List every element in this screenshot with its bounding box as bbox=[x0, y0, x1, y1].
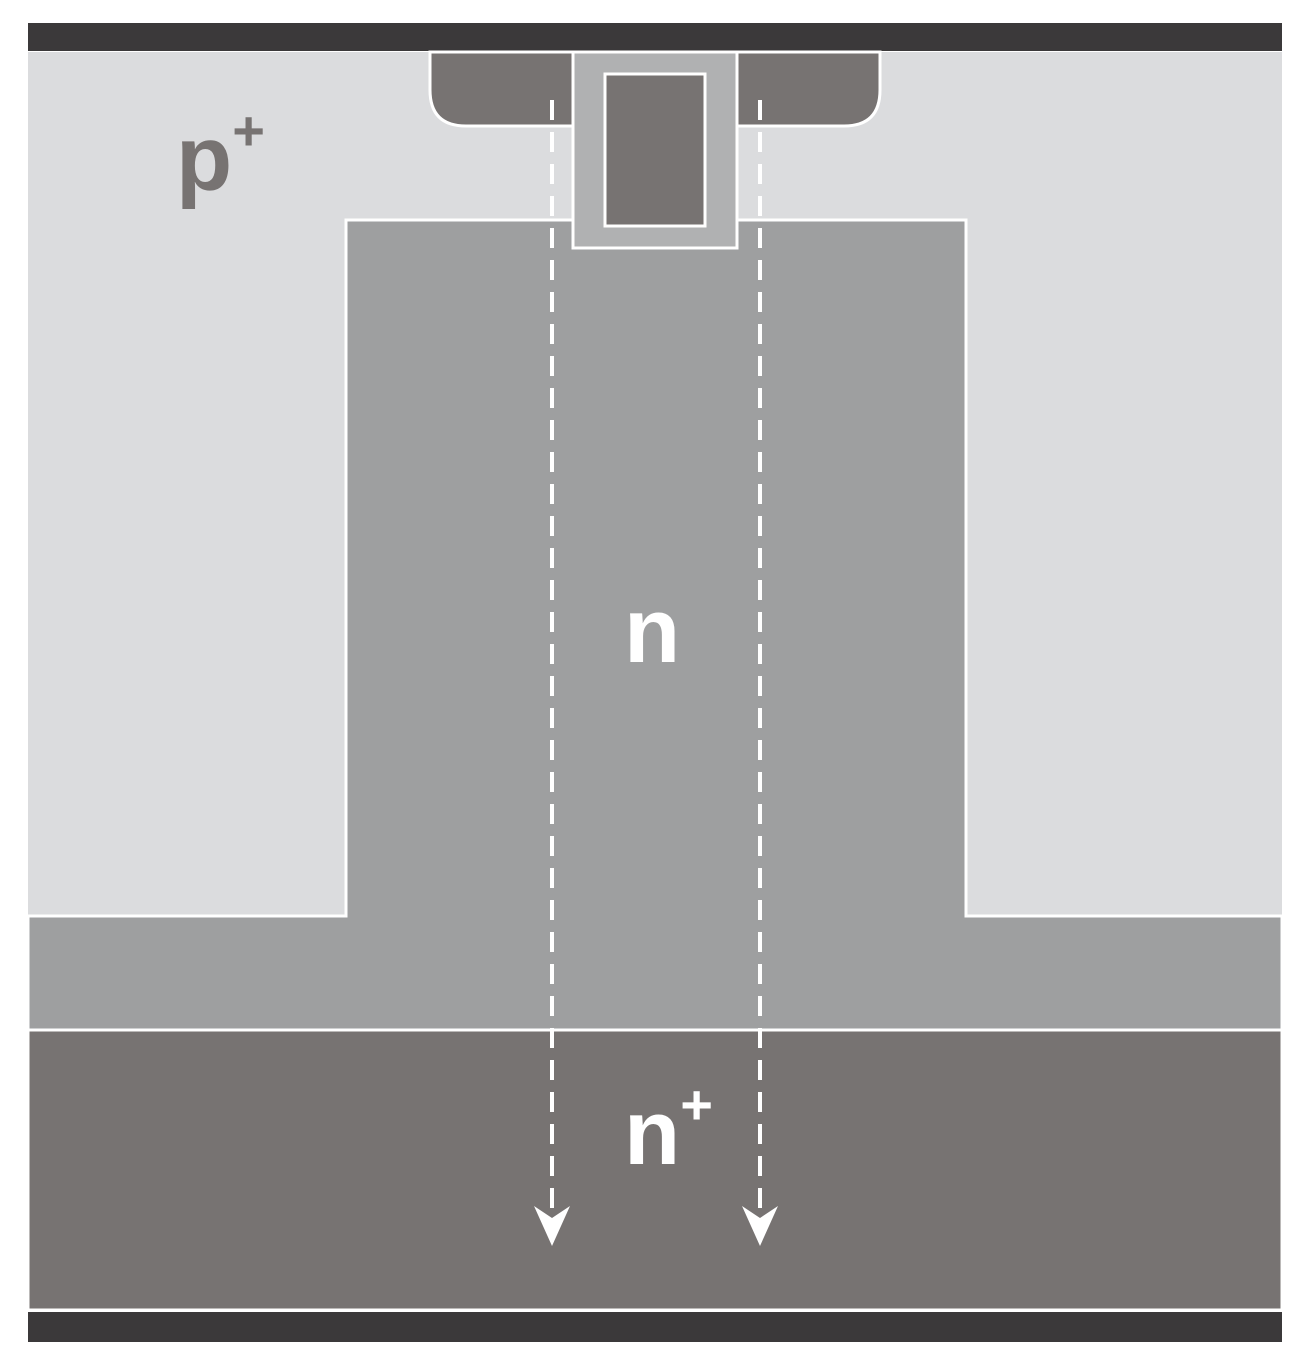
arrow-head-icon bbox=[742, 1206, 778, 1246]
current-path-right bbox=[742, 100, 778, 1246]
bottom-contact bbox=[28, 1312, 1282, 1342]
n-label-base: n bbox=[624, 580, 680, 682]
arrow-head-icon bbox=[534, 1206, 570, 1246]
n-plus-region bbox=[26, 1028, 1284, 1312]
p-plus-label-base: p bbox=[176, 108, 232, 210]
gate-electrode bbox=[603, 72, 707, 228]
p-plus-label: p+ bbox=[176, 99, 265, 210]
p-plus-label-superscript: + bbox=[232, 99, 265, 162]
current-path-left bbox=[534, 100, 570, 1246]
n-label: n bbox=[624, 580, 680, 682]
n-plus-label-base: n bbox=[624, 1082, 680, 1184]
n-plus-label: n+ bbox=[624, 1073, 713, 1184]
n-plus-label-superscript: + bbox=[680, 1073, 713, 1136]
top-contact bbox=[28, 23, 1282, 51]
